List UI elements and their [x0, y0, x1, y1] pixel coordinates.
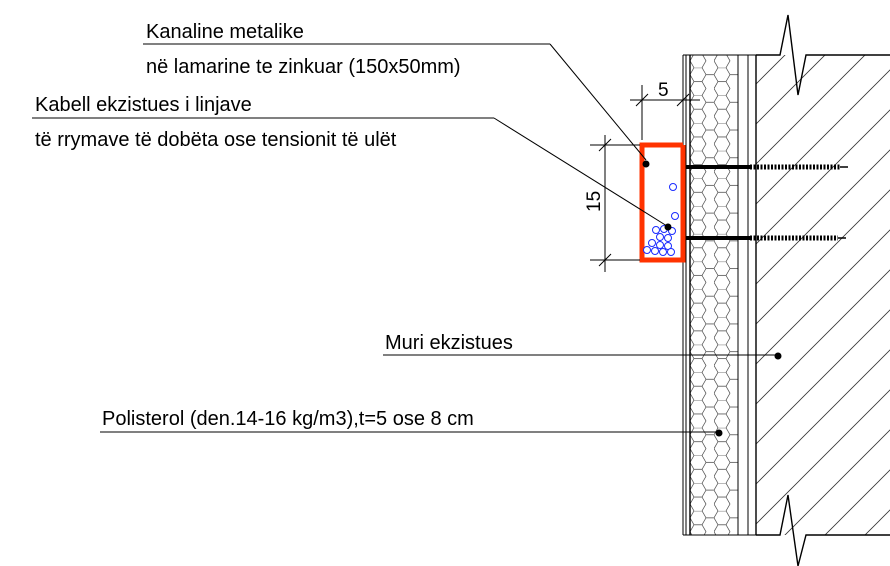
leader-wall: [383, 352, 782, 360]
cable-bundle: [643, 183, 679, 256]
label-channel-line1: Kanaline metalike: [146, 21, 304, 43]
dimension-width-label: 5: [658, 80, 669, 101]
dimension-height: 15: [584, 135, 640, 272]
label-cable-line2: të rrymave të dobëta ose tensionit të ul…: [35, 129, 397, 151]
leader-channel: [143, 43, 650, 168]
label-cable-line1: Kabell ekzistues i linjave: [35, 94, 252, 116]
dimension-height-label: 15: [584, 191, 605, 212]
leader-insulation: [100, 429, 723, 437]
label-insulation: Polisterol (den.14-16 kg/m3),t=5 ose 8 c…: [102, 408, 474, 430]
existing-wall: [747, 55, 890, 535]
break-line-bottom: [756, 494, 890, 566]
label-wall: Muri ekzistues: [385, 332, 513, 354]
dimension-width: 5: [630, 80, 700, 140]
break-line-top: [756, 14, 890, 96]
label-channel-line2: në lamarine te zinkuar (150x50mm): [146, 56, 461, 78]
leader-cable: [32, 117, 672, 231]
polystyrene-layer: [682, 54, 756, 536]
